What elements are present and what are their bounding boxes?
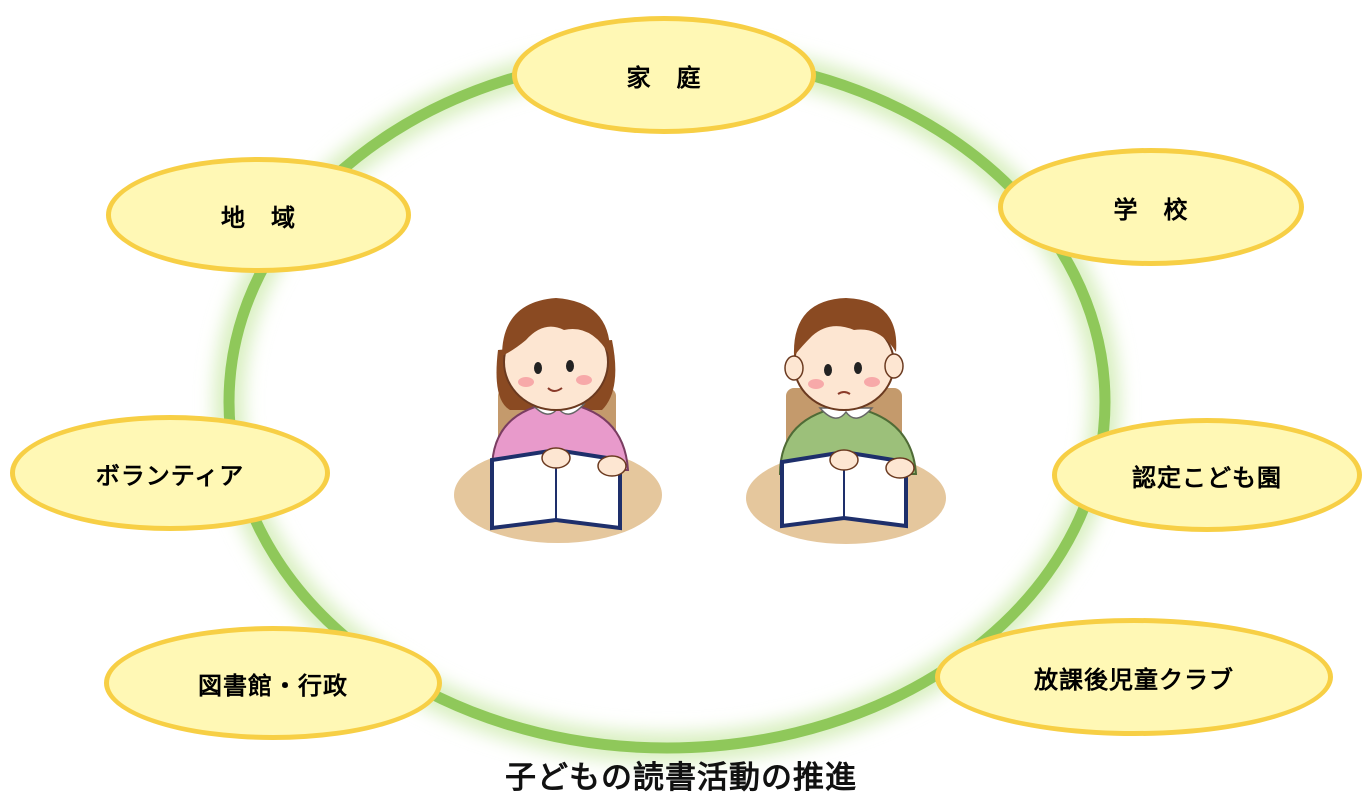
node-home-label: 家 庭 bbox=[626, 62, 702, 92]
node-library: 図書館・行政 bbox=[104, 626, 442, 740]
boy-ear-right bbox=[884, 353, 904, 379]
node-volunteer-label: ボランティア bbox=[95, 460, 245, 490]
node-community: 地 域 bbox=[106, 157, 411, 273]
boy-hair bbox=[793, 298, 897, 356]
node-community-label: 地 域 bbox=[221, 202, 296, 232]
girl-eye-left bbox=[534, 362, 542, 374]
boy-ear-left bbox=[784, 355, 804, 381]
node-volunteer: ボランティア bbox=[10, 415, 330, 531]
node-afterschool: 放課後児童クラブ bbox=[935, 618, 1333, 736]
girl-eye-right bbox=[566, 360, 574, 372]
girl-hand-right bbox=[597, 455, 627, 477]
boy-collar bbox=[818, 407, 874, 419]
boy-mouth bbox=[837, 391, 851, 395]
girl-hand-left bbox=[541, 447, 571, 469]
girl-cheek-left bbox=[518, 377, 534, 387]
node-school-label: 学 校 bbox=[1113, 194, 1189, 224]
boy-reading-illustration bbox=[746, 298, 946, 544]
boy-cheek-left bbox=[808, 379, 824, 389]
node-home: 家 庭 bbox=[512, 16, 816, 134]
girl-mouth bbox=[547, 387, 563, 392]
diagram-caption: 子どもの読書活動の推進 bbox=[505, 760, 857, 796]
node-kindergarten-label: 認定こども園 bbox=[1132, 462, 1282, 492]
boy-eye-left bbox=[824, 364, 832, 376]
node-school: 学 校 bbox=[998, 148, 1304, 266]
girl-reading-illustration bbox=[454, 298, 662, 543]
boy-cheek-right bbox=[864, 377, 880, 387]
boy-hand-right bbox=[885, 457, 915, 479]
boy-eye-right bbox=[854, 362, 862, 374]
node-kindergarten: 認定こども園 bbox=[1052, 418, 1362, 532]
node-afterschool-label: 放課後児童クラブ bbox=[1034, 664, 1234, 694]
girl-hair-front bbox=[502, 298, 611, 356]
girl-cheek-right bbox=[576, 375, 592, 385]
node-library-label: 図書館・行政 bbox=[198, 670, 348, 700]
boy-hand-left bbox=[829, 449, 859, 471]
